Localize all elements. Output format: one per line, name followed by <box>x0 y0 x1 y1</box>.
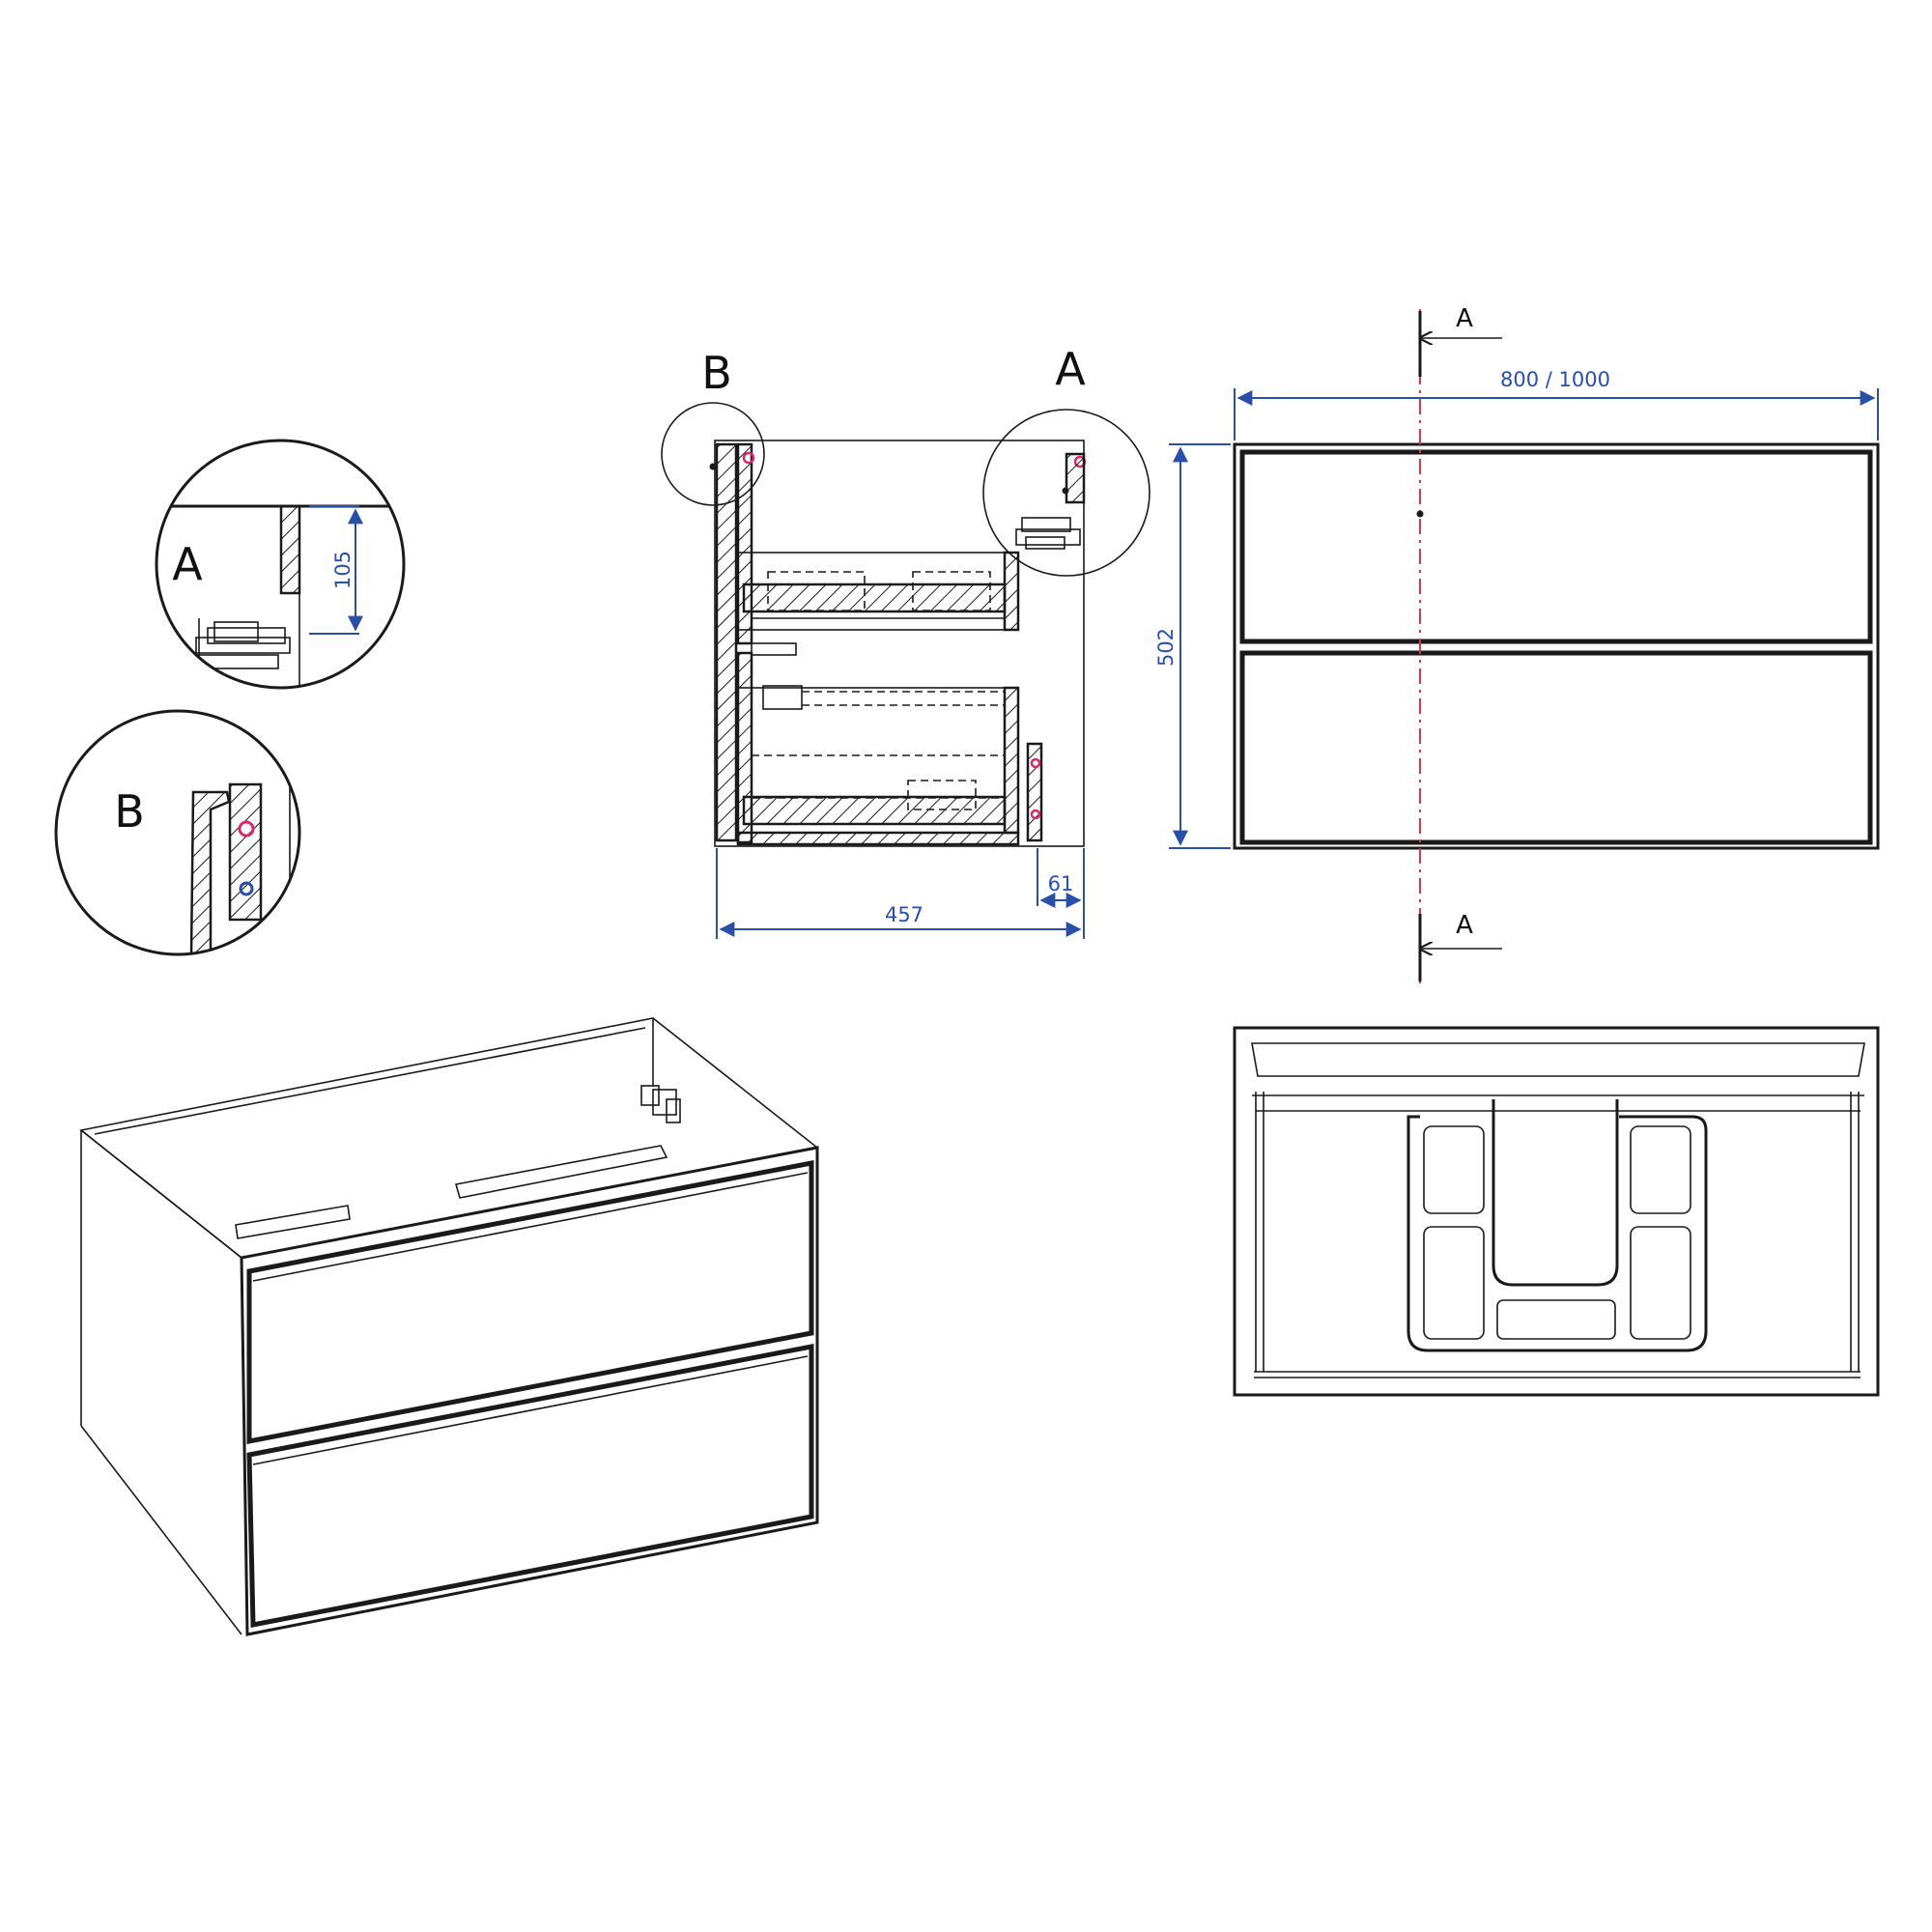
detail-b-circle <box>54 709 301 956</box>
upper-drawer-front <box>1239 449 1873 644</box>
callout-label-a: A <box>1055 343 1086 395</box>
top-view-outline <box>1233 1026 1880 1397</box>
cabinet-front-frame <box>240 1146 819 1636</box>
dimension-height-label: 502 <box>1154 628 1178 667</box>
hinge-bracket <box>192 618 291 675</box>
detail-b-label: B <box>114 785 145 838</box>
lower-drawer-front <box>1239 650 1873 845</box>
section-hinge <box>1015 517 1081 550</box>
iso-hinge <box>640 1085 681 1123</box>
front-view: A A 800 / 1000 502 <box>1154 304 1880 985</box>
dimension-61-label: 61 <box>1048 872 1074 895</box>
iso-upper-drawer <box>246 1159 814 1445</box>
callout-circle-b <box>661 402 765 506</box>
side-panel-section <box>279 504 301 595</box>
dimension-105-label: 105 <box>331 551 355 589</box>
dimension-width-label: 800 / 1000 <box>1500 368 1610 391</box>
cabinet-front-outline <box>1233 442 1880 850</box>
magnet-marker <box>238 820 255 838</box>
callout-label-b: B <box>701 347 732 399</box>
detail-a-circle <box>155 439 406 690</box>
dimension-457-label: 457 <box>885 903 923 926</box>
section-view: B A 457 61 <box>661 343 1151 939</box>
upper-drawer <box>737 551 1020 632</box>
section-marker-top: A <box>1456 304 1473 333</box>
section-outline <box>714 440 1085 847</box>
detail-a: 105 A <box>155 439 406 690</box>
iso-lower-drawer <box>246 1343 814 1629</box>
detail-a-label: A <box>172 538 203 590</box>
section-marker-bottom: A <box>1456 911 1473 940</box>
top-view <box>1233 1026 1880 1397</box>
callout-circle-a <box>982 409 1151 577</box>
detail-b: B <box>54 709 301 956</box>
isometric-view <box>79 1017 819 1636</box>
drawer-front-section <box>228 782 263 922</box>
profile-section <box>189 790 231 954</box>
drawer-organizer <box>1406 1099 1708 1352</box>
